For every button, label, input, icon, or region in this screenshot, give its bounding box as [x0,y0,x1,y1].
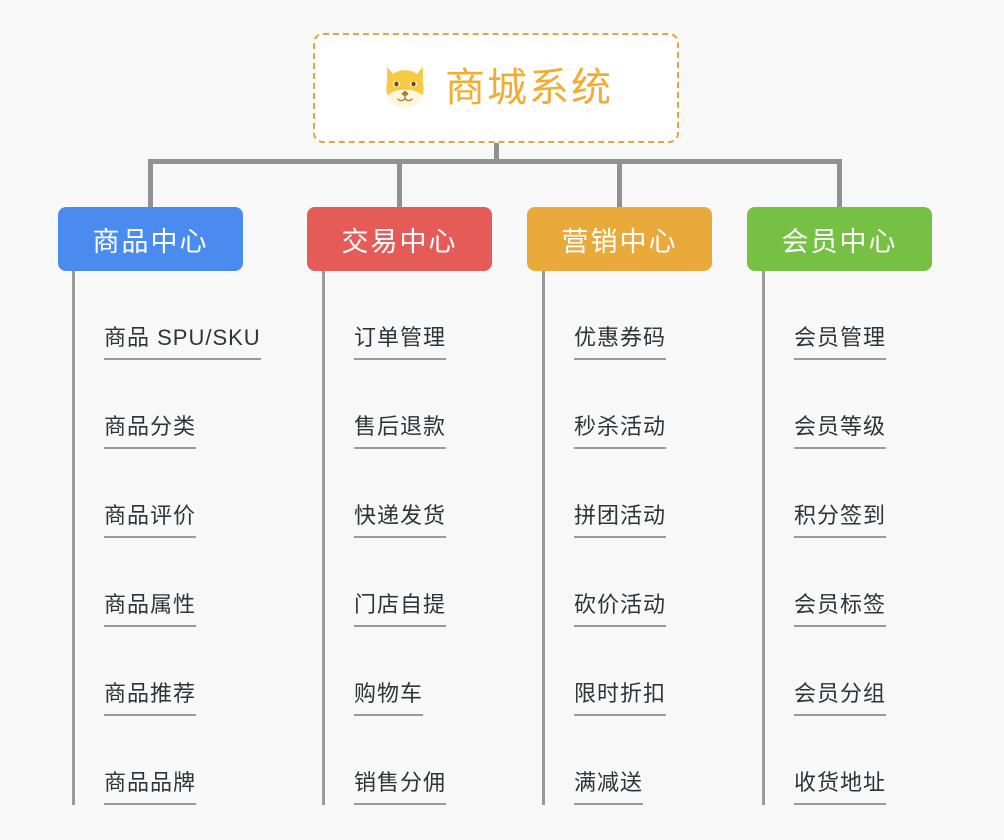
subitem-label: 门店自提 [354,594,447,627]
subitem-row[interactable]: 售后退款 [322,360,447,449]
subitem-label: 优惠券码 [574,327,667,360]
shiba-dog-icon [386,66,424,108]
subitem-label: 收货地址 [794,772,887,805]
connector-root-stem [494,143,499,164]
subitem-spine [542,271,545,805]
subitem-row[interactable]: 商品 SPU/SKU [72,271,261,360]
subitem-label: 会员标签 [794,594,887,627]
subitem-row[interactable]: 商品属性 [72,538,261,627]
connector-drop-product-center [148,159,153,209]
subitem-column-member-center: 会员管理会员等级积分签到会员标签会员分组收货地址 [762,271,887,805]
subitem-label: 拼团活动 [574,505,667,538]
subitem-row[interactable]: 会员等级 [762,360,887,449]
subitem-row[interactable]: 优惠券码 [542,271,667,360]
subitem-row[interactable]: 商品推荐 [72,627,261,716]
subitem-row[interactable]: 会员分组 [762,627,887,716]
subitem-label: 商品属性 [104,594,197,627]
subitem-label: 会员管理 [794,327,887,360]
subitem-row[interactable]: 门店自提 [322,538,447,627]
subitem-row[interactable]: 购物车 [322,627,446,716]
subitem-spine [322,271,325,805]
subitem-row[interactable]: 商品分类 [72,360,261,449]
subitem-column-marketing-center: 优惠券码秒杀活动拼团活动砍价活动限时折扣满减送 [542,271,667,805]
subitem-row[interactable]: 砍价活动 [542,538,667,627]
subitem-row[interactable]: 会员管理 [762,271,887,360]
subitem-spine [762,271,765,805]
subitem-label: 订单管理 [354,327,447,360]
subitem-label: 快递发货 [354,505,447,538]
root-node-card[interactable]: 商城系统 [313,33,679,143]
category-box-marketing-center[interactable]: 营销中心 [527,207,712,271]
connector-drop-marketing-center [617,159,622,209]
category-box-product-center[interactable]: 商品中心 [58,207,243,271]
subitem-label: 商品品牌 [104,772,197,805]
subitem-row[interactable]: 收货地址 [762,716,887,805]
subitem-label: 会员等级 [794,416,887,449]
subitem-label: 砍价活动 [574,594,667,627]
subitem-row[interactable]: 商品品牌 [72,716,261,805]
subitem-row[interactable]: 拼团活动 [542,449,667,538]
subitem-row[interactable]: 秒杀活动 [542,360,667,449]
subitem-row[interactable]: 订单管理 [322,271,447,360]
category-title-trade-center: 交易中心 [341,226,458,257]
subitem-row[interactable]: 商品评价 [72,449,261,538]
connector-drop-member-center [837,159,842,209]
subitem-label: 限时折扣 [574,683,667,716]
subitem-spine [72,271,75,805]
root-node-title: 商城系统 [445,66,613,110]
subitem-label: 商品推荐 [104,683,197,716]
subitem-row[interactable]: 快递发货 [322,449,447,538]
subitem-label: 商品分类 [104,416,197,449]
category-box-member-center[interactable]: 会员中心 [747,207,932,271]
subitem-label: 商品 SPU/SKU [104,327,261,360]
connector-drop-trade-center [397,159,402,209]
subitem-row[interactable]: 销售分佣 [322,716,447,805]
subitem-column-trade-center: 订单管理售后退款快递发货门店自提购物车销售分佣 [322,271,447,805]
subitem-label: 积分签到 [794,505,887,538]
subitem-row[interactable]: 积分签到 [762,449,887,538]
category-title-product-center: 商品中心 [92,226,209,257]
subitem-label: 商品评价 [104,505,197,538]
subitem-label: 售后退款 [354,416,447,449]
subitem-row[interactable]: 限时折扣 [542,627,667,716]
subitem-row[interactable]: 会员标签 [762,538,887,627]
connector-horizontal-bus [149,159,839,164]
subitem-label: 秒杀活动 [574,416,667,449]
category-title-member-center: 会员中心 [781,226,898,257]
subitem-label: 会员分组 [794,683,887,716]
category-title-marketing-center: 营销中心 [561,226,678,257]
subitem-label: 销售分佣 [354,772,447,805]
category-box-trade-center[interactable]: 交易中心 [307,207,492,271]
subitem-column-product-center: 商品 SPU/SKU 商品分类商品评价商品属性商品推荐商品品牌 [72,271,261,805]
subitem-row[interactable]: 满减送 [542,716,666,805]
subitem-label: 购物车 [354,683,424,716]
subitem-label: 满减送 [574,772,644,805]
